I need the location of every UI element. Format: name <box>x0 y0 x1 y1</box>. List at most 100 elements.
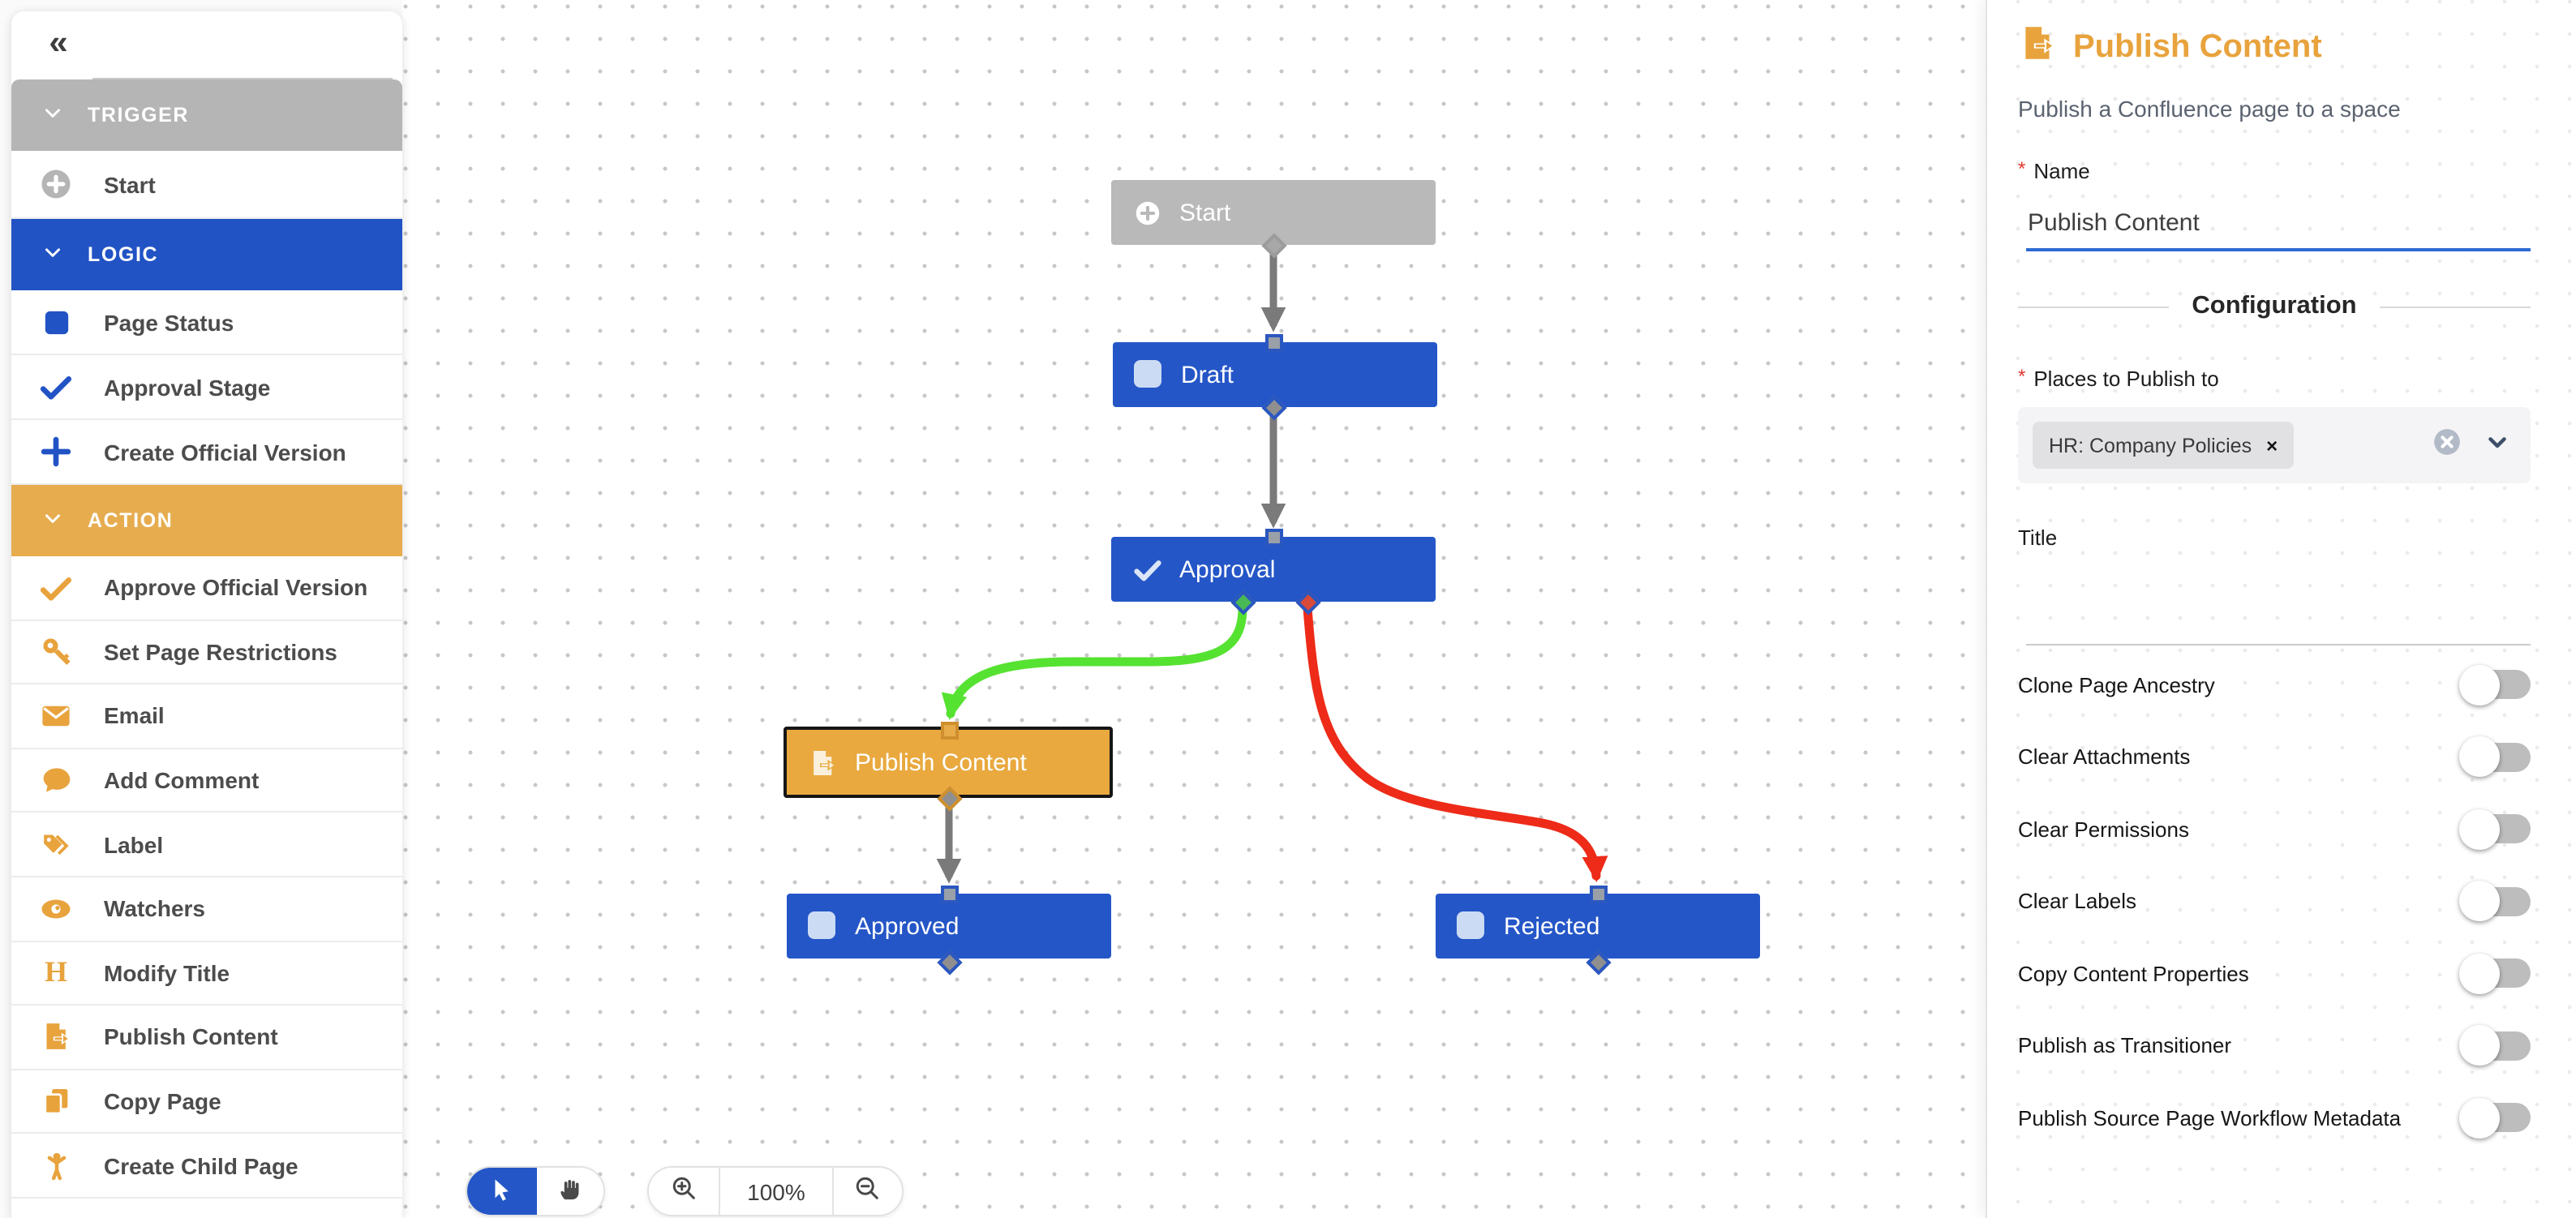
space-tag-label: HR: Company Policies <box>2049 434 2252 457</box>
palette-item-label: Label <box>104 831 164 858</box>
node-approval[interactable]: Approval <box>1111 537 1436 602</box>
toggle-row-publish-as-transitioner: Publish as Transitioner <box>2018 1010 2531 1082</box>
chevron-down-icon <box>41 506 65 535</box>
palette-item-publish-content[interactable]: Publish Content <box>11 1006 402 1070</box>
start-node-icon <box>1132 197 1163 228</box>
toggle-knob <box>2459 881 2500 922</box>
palette-item-label: Modify Title <box>104 959 230 986</box>
copy-content-properties-toggle[interactable] <box>2459 953 2531 994</box>
node-label: Approval <box>1179 555 1276 583</box>
remove-tag-icon[interactable]: × <box>2266 434 2278 457</box>
palette-item-add-comment[interactable]: Add Comment <box>11 748 402 813</box>
toggle-knob <box>2459 736 2500 778</box>
panel-title: Publish Content <box>2073 28 2322 64</box>
toggle-row-publish-source-page-workflow-metadata: Publish Source Page Workflow Metadata <box>2018 1082 2531 1154</box>
node-config-panel: Publish Content Publish a Confluence pag… <box>1986 0 2576 1218</box>
palette-item-label: Email <box>104 702 165 729</box>
toggle-knob <box>2459 1097 2500 1139</box>
toggle-knob <box>2459 664 2500 705</box>
node-approved[interactable]: Approved <box>787 894 1111 959</box>
palette-sidebar: « TRIGGER Start LOGIC Page Status <box>11 11 402 1218</box>
palette-item-modify-title[interactable]: H Modify Title <box>11 941 402 1006</box>
node-label: Draft <box>1181 361 1234 388</box>
clear-attachments-toggle[interactable] <box>2459 736 2531 778</box>
toggle-row-clear-labels: Clear Labels <box>2018 865 2531 937</box>
palette-item-label: Watchers <box>104 895 206 922</box>
space-tag[interactable]: HR: Company Policies × <box>2033 422 2295 469</box>
publish-as-transitioner-toggle[interactable] <box>2459 1025 2531 1066</box>
status-node-icon <box>1457 911 1488 941</box>
tag-icon <box>39 827 73 861</box>
status-node-icon <box>1134 359 1165 390</box>
palette-item-label[interactable]: Label <box>11 813 402 877</box>
key-icon <box>39 635 73 669</box>
select-tool-button[interactable] <box>467 1168 536 1215</box>
child-figure-icon <box>39 1148 73 1182</box>
section-header-logic[interactable]: LOGIC <box>11 219 402 290</box>
palette-item-label: Copy Page <box>104 1088 221 1115</box>
title-input[interactable] <box>2026 605 2531 645</box>
divider <box>2018 306 2170 307</box>
palette-item-set-page-restrictions[interactable]: Set Page Restrictions <box>11 620 402 685</box>
toggle-row-clone-page-ancestry: Clone Page Ancestry <box>2018 649 2531 721</box>
palette-item-approval-stage[interactable]: Approval Stage <box>11 355 402 420</box>
toggle-row-clear-attachments: Clear Attachments <box>2018 721 2531 793</box>
palette-item-start[interactable]: Start <box>11 151 402 219</box>
port-publish-top[interactable] <box>940 721 958 739</box>
required-marker: * <box>2018 157 2026 180</box>
chevron-down-icon <box>41 240 65 269</box>
palette-item-label: Add Comment <box>104 767 260 794</box>
clear-labels-toggle[interactable] <box>2459 881 2531 922</box>
approval-node-icon <box>1132 554 1163 585</box>
palette-item-label: Approval Stage <box>104 374 271 400</box>
publish-content-icon <box>2018 23 2059 71</box>
palette-item-email[interactable]: Email <box>11 684 402 749</box>
places-multiselect[interactable]: HR: Company Policies × <box>2018 407 2531 483</box>
clone-page-ancestry-toggle[interactable] <box>2459 664 2531 705</box>
circle-plus-icon <box>39 167 73 201</box>
node-label: Approved <box>855 912 960 940</box>
select-chevron-down-icon[interactable] <box>2484 427 2511 463</box>
port-draft-top[interactable] <box>1264 333 1282 351</box>
palette-item-page-status[interactable]: Page Status <box>11 290 402 355</box>
check-icon <box>39 571 73 605</box>
section-header-trigger[interactable]: TRIGGER <box>11 79 402 151</box>
cursor-icon <box>488 1175 516 1207</box>
section-header-action[interactable]: ACTION <box>11 485 402 556</box>
toggle-row-clear-permissions: Clear Permissions <box>2018 793 2531 865</box>
heading-icon: H <box>44 955 67 989</box>
palette-item-copy-page[interactable]: Copy Page <box>11 1070 402 1134</box>
section-label: LOGIC <box>88 243 159 266</box>
palette-item-label: Create Child Page <box>104 1152 298 1179</box>
required-marker: * <box>2018 365 2026 388</box>
sidebar-topbar: « <box>11 11 402 79</box>
name-input[interactable] <box>2026 209 2531 251</box>
palette-item-label: Start <box>104 171 156 197</box>
collapse-sidebar-button[interactable]: « <box>34 18 83 66</box>
palette-item-label: Set Page Restrictions <box>104 638 337 665</box>
plus-icon <box>39 435 73 469</box>
clear-select-icon[interactable] <box>2432 426 2462 465</box>
clear-permissions-toggle[interactable] <box>2459 808 2531 850</box>
port-approved-top[interactable] <box>940 885 958 903</box>
palette-item-create-official-version[interactable]: Create Official Version <box>11 420 402 485</box>
zoom-in-button[interactable] <box>649 1168 719 1215</box>
palette-item-create-child-page[interactable]: Create Child Page <box>11 1134 402 1199</box>
palette-item-label: Page Status <box>104 309 234 335</box>
publish-source-page-workflow-metadata-toggle[interactable] <box>2459 1097 2531 1139</box>
node-draft[interactable]: Draft <box>1113 342 1437 407</box>
port-approval-top[interactable] <box>1264 528 1282 546</box>
zoom-out-button[interactable] <box>833 1168 902 1215</box>
palette-item-watchers[interactable]: Watchers <box>11 877 402 942</box>
port-rejected-top[interactable] <box>1589 885 1607 903</box>
zoom-control-group: 100% <box>647 1166 904 1216</box>
palette-item-approve-official-version[interactable]: Approve Official Version <box>11 556 402 621</box>
pan-tool-button[interactable] <box>536 1168 603 1215</box>
panel-header: Publish Content <box>2018 23 2531 71</box>
page-status-icon <box>39 305 73 339</box>
node-rejected[interactable]: Rejected <box>1436 894 1760 959</box>
envelope-icon <box>39 699 73 733</box>
toggle-knob <box>2459 953 2500 994</box>
section-label: TRIGGER <box>88 104 190 127</box>
